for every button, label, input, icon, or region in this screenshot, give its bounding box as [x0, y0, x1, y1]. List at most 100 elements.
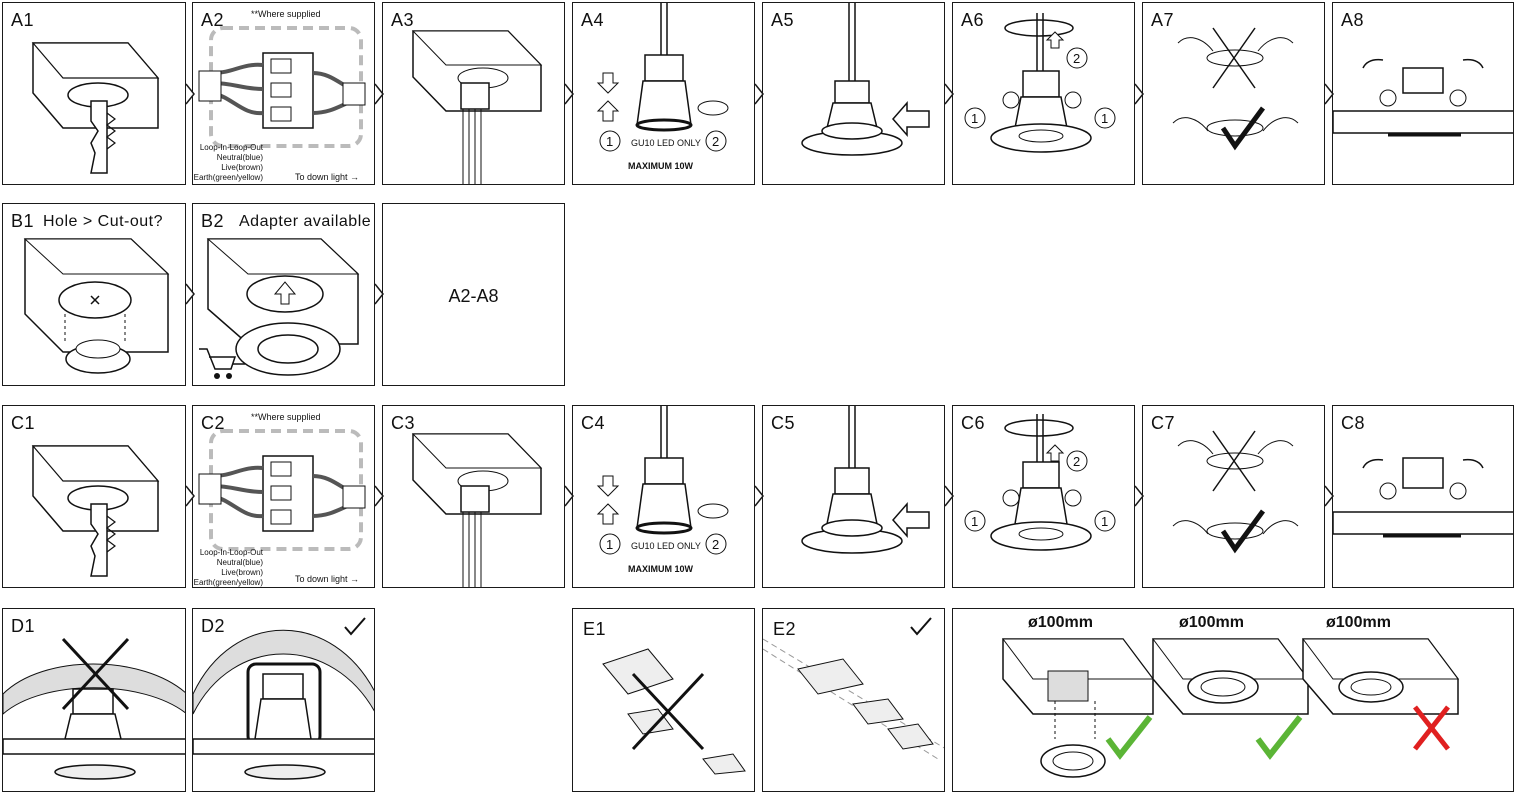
panel-label: C1: [11, 413, 36, 433]
to-down-light-note: To down light →: [295, 574, 360, 584]
panel-label: A4: [581, 10, 605, 30]
panel-b1: B1 Hole > Cut-out?: [2, 203, 186, 386]
to-down-light-text: To down light: [295, 574, 348, 584]
panel-c3: C3: [382, 405, 565, 588]
panel-label: A6: [961, 10, 985, 30]
panel-e1: E1: [572, 608, 755, 792]
handling-illustration: [1172, 27, 1299, 151]
fitting-insert-illustration: [801, 406, 930, 554]
diameter-label: ø100mm: [1326, 614, 1391, 631]
fitting-push-up-illustration: [964, 13, 1116, 153]
to-down-light-text: To down light: [295, 172, 348, 182]
panel-label: A7: [1151, 10, 1175, 30]
panel-label: C5: [771, 413, 796, 433]
ceiling-wires-illustration: [411, 30, 543, 184]
panel-label: E2: [773, 619, 797, 639]
step-one: 1: [606, 537, 614, 552]
where-supplied-note: **Where supplied: [251, 9, 321, 19]
panel-d2: D2: [192, 608, 375, 792]
panel-label: C6: [961, 413, 986, 433]
diameter-label: ø100mm: [1179, 614, 1244, 631]
panel-a2: A2 **Where supplied Loop-In-Loop-Out Neu…: [192, 2, 375, 185]
panel-label: A1: [11, 10, 35, 30]
bulb-insert-illustration: [596, 3, 729, 152]
panel-b3: A2-A8: [382, 203, 565, 386]
ceiling-cut-illustration: [31, 445, 160, 577]
insulation-correct-illustration: [193, 617, 374, 780]
adapter-illustration: [199, 238, 360, 379]
panel-a4: A4 1 2 GU10 LED ONLY MAXIMUM 10W: [572, 2, 755, 185]
gu10-label: GU10 LED ONLY: [631, 138, 701, 148]
legend-line: Earth(green/yellow): [193, 578, 263, 587]
panel-label: B1: [11, 211, 35, 231]
hole-size-comparison: [1002, 638, 1459, 778]
insulation-wrong-illustration: [3, 637, 185, 780]
step-two: 2: [1073, 454, 1081, 469]
panel-c4: C4 1 2 GU10 LED ONLY MAXIMUM 10W: [572, 405, 755, 588]
ceiling-cut-illustration: [31, 42, 160, 174]
panel-label: D2: [201, 616, 226, 636]
where-supplied-note: **Where supplied: [251, 412, 321, 422]
legend-line: Live(brown): [221, 568, 263, 577]
panel-label: C7: [1151, 413, 1176, 433]
hole-size-illustration: [23, 238, 170, 374]
gu10-label: GU10 LED ONLY: [631, 541, 701, 551]
to-down-light-note: To down light →: [295, 172, 360, 182]
step-two: 2: [712, 537, 720, 552]
max-power-label: MAXIMUM 10W: [628, 161, 693, 171]
handling-illustration: [1172, 430, 1299, 554]
panel-label: A3: [391, 10, 415, 30]
panel-label: C8: [1341, 413, 1366, 433]
legend-line: Loop-In-Loop-Out: [199, 548, 263, 557]
step-one: 1: [1101, 514, 1109, 529]
panel-label: E1: [583, 619, 607, 639]
wiring-illustration: [198, 26, 366, 148]
fitting-insert-illustration: [801, 3, 930, 156]
step-two: 2: [712, 134, 720, 149]
reference-steps: A2-A8: [448, 286, 499, 306]
installed-fitting-illustration: [1333, 457, 1513, 538]
step-one: 1: [606, 134, 614, 149]
spacing-wrong-illustration: [602, 648, 746, 775]
panel-label: A5: [771, 10, 795, 30]
panel-c8: C8: [1332, 405, 1514, 588]
panel-a8: A8: [1332, 2, 1514, 185]
panel-c7: C7: [1142, 405, 1325, 588]
panel-question: Hole > Cut-out?: [43, 213, 164, 230]
wiring-legend: Loop-In-Loop-Out Neutral(blue) Live(brow…: [193, 548, 263, 587]
panel-c2: C2 **Where supplied Loop-In-Loop-Out Neu…: [192, 405, 375, 588]
panel-e2: E2: [762, 608, 945, 792]
panel-a7: A7: [1142, 2, 1325, 185]
legend-line: Live(brown): [221, 163, 263, 172]
panel-b2: B2 Adapter available: [192, 203, 375, 386]
panel-label: C3: [391, 413, 416, 433]
legend-line: Earth(green/yellow): [193, 173, 263, 182]
panel-d1: D1: [2, 608, 186, 792]
panel-label: B2: [201, 211, 225, 231]
max-power-label: MAXIMUM 10W: [628, 564, 693, 574]
panel-label: A8: [1341, 10, 1365, 30]
bulb-insert-illustration: [596, 406, 729, 555]
ceiling-wires-illustration: [411, 433, 543, 587]
legend-line: Loop-In-Loop-Out: [199, 143, 263, 152]
panel-note: Adapter available: [239, 213, 372, 230]
step-one: 1: [971, 514, 979, 529]
wiring-illustration: [198, 429, 366, 551]
legend-line: Neutral(blue): [216, 558, 263, 567]
panel-label: D1: [11, 616, 36, 636]
step-one: 1: [971, 111, 979, 126]
panel-a1: A1: [2, 2, 186, 185]
panel-label: A2: [201, 10, 225, 30]
panel-a3: A3: [382, 2, 565, 185]
spacing-correct-illustration: [763, 617, 944, 760]
legend-line: Neutral(blue): [216, 153, 263, 162]
panel-c1: C1: [2, 405, 186, 588]
step-one: 1: [1101, 111, 1109, 126]
panel-label: C4: [581, 413, 606, 433]
wiring-legend: Loop-In-Loop-Out Neutral(blue) Live(brow…: [193, 143, 263, 183]
panel-hole-size: ø100mm ø100mm ø100mm: [952, 608, 1514, 792]
panel-c5: C5: [762, 405, 945, 588]
installed-fitting-illustration: [1333, 58, 1513, 137]
panel-label: C2: [201, 413, 226, 433]
panel-c6: C6 1 1 2: [952, 405, 1135, 588]
